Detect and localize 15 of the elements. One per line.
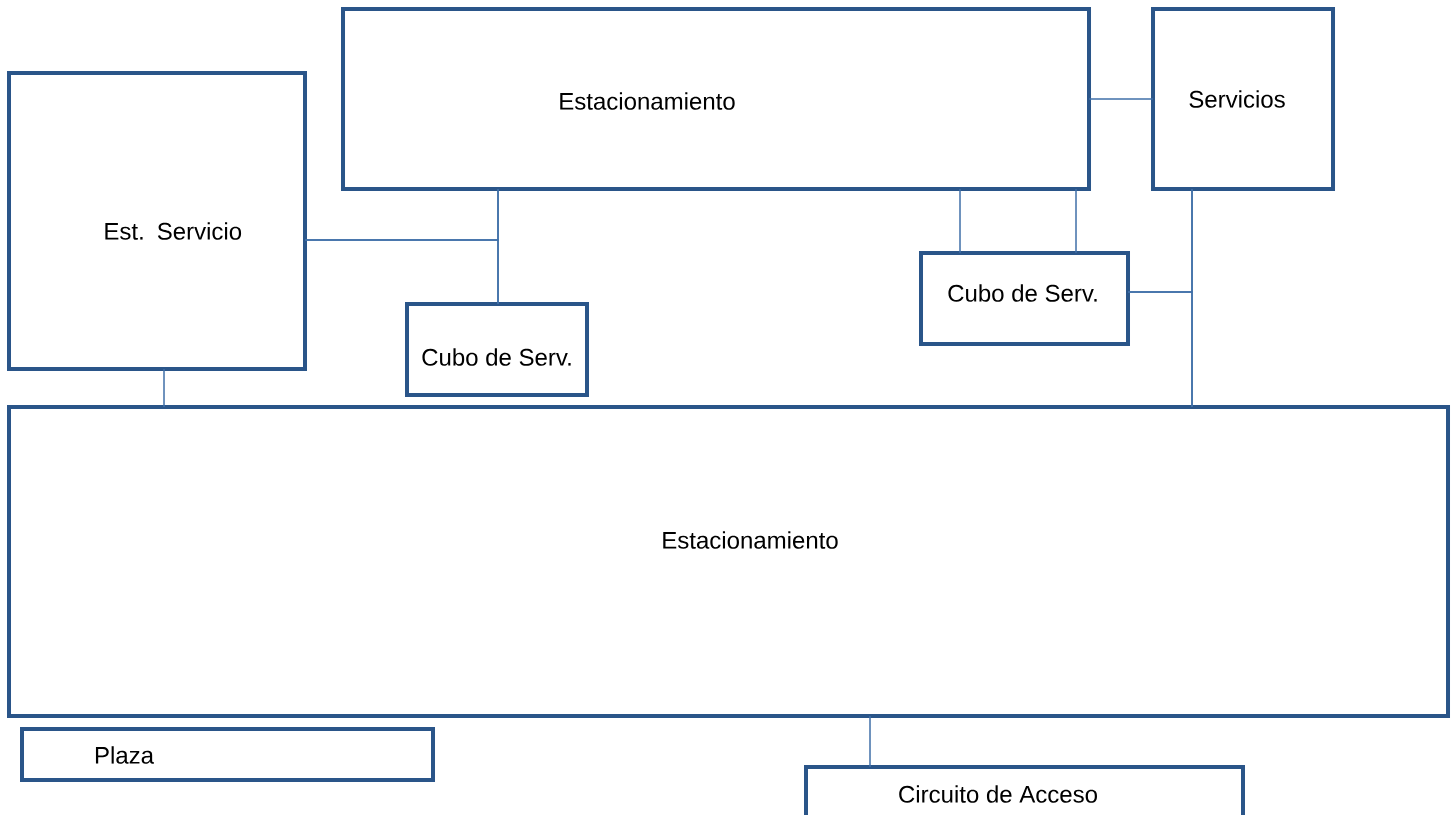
connector-line (1075, 188, 1077, 254)
connector-line (959, 188, 961, 254)
connector-line (1088, 98, 1154, 100)
area-box: Cubo de Serv. (405, 302, 589, 397)
area-box: Cubo de Serv. (919, 251, 1130, 346)
area-box: Plaza (20, 727, 435, 782)
area-box: Estacionamiento (7, 405, 1450, 718)
area-box: Circuito de Acceso (804, 765, 1245, 815)
connector-line (163, 368, 165, 408)
connector-line (869, 715, 871, 768)
area-box: Servicios (1151, 7, 1335, 191)
connector-line (497, 188, 499, 305)
connector-line (1127, 291, 1193, 408)
area-box: Est. Servicio (7, 71, 307, 371)
area-box: Estacionamiento (341, 7, 1091, 191)
